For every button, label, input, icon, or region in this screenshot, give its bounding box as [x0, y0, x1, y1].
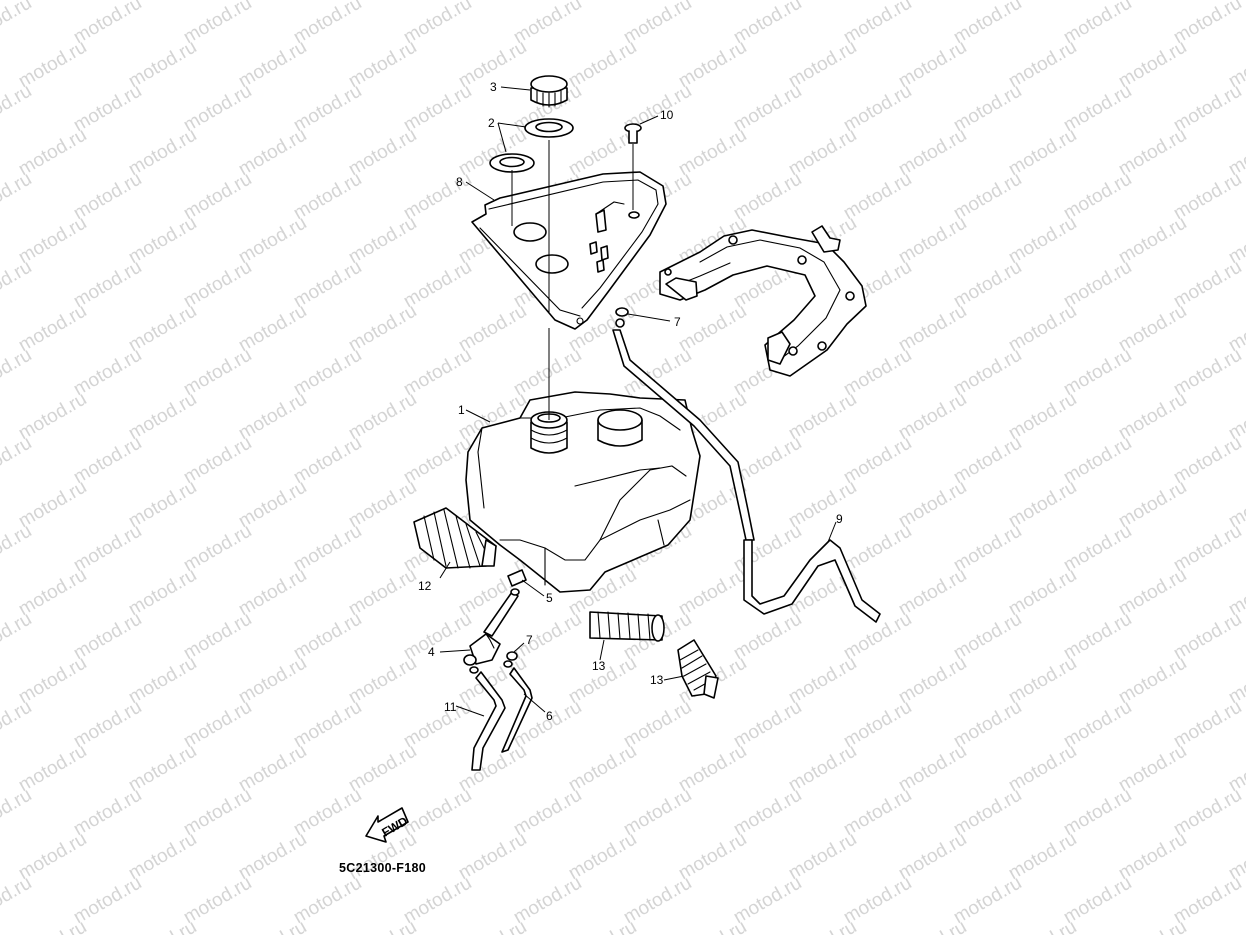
callout-7-upper: 7 — [674, 315, 681, 329]
hose-clip-lower — [503, 651, 518, 668]
callout-6: 6 — [546, 709, 553, 723]
fuel-filter — [507, 569, 527, 587]
fuel-cock — [463, 588, 520, 674]
fwd-arrow-icon: FWD — [365, 807, 410, 843]
callout-9: 9 — [836, 512, 843, 526]
callout-12: 12 — [418, 579, 432, 593]
callout-13-b: 13 — [650, 673, 664, 687]
callout-2: 2 — [488, 116, 495, 130]
protector-sleeve — [413, 507, 497, 569]
vacuum-hose — [501, 667, 533, 753]
callout-11: 11 — [444, 700, 457, 714]
fuel-hose — [471, 671, 506, 771]
callout-3: 3 — [490, 80, 497, 94]
callout-numbers: 3 2 10 8 7 1 9 12 5 4 7 11 6 13 13 — [418, 80, 843, 723]
clip — [624, 123, 642, 144]
callout-5: 5 — [546, 591, 553, 605]
callout-8: 8 — [456, 175, 463, 189]
alignment-lines — [511, 140, 634, 420]
protector-b — [677, 639, 719, 699]
callout-10: 10 — [660, 108, 674, 122]
callout-7-lower: 7 — [526, 633, 533, 647]
leader-lines — [439, 86, 837, 717]
breather-hose — [612, 329, 755, 541]
figure-code: 5C21300-F180 — [339, 861, 426, 875]
cap-gasket — [524, 118, 574, 138]
callout-13-a: 13 — [592, 659, 606, 673]
callout-4: 4 — [428, 645, 435, 659]
callout-1: 1 — [458, 403, 465, 417]
protector-a — [589, 611, 665, 642]
hose-clip-upper — [615, 307, 629, 328]
fuel-cap — [530, 75, 568, 108]
fuel-tank — [465, 391, 701, 593]
filler-gasket — [489, 153, 535, 173]
tank-cover — [471, 171, 667, 330]
overflow-hose — [743, 539, 881, 623]
frame-bracket — [659, 225, 867, 377]
